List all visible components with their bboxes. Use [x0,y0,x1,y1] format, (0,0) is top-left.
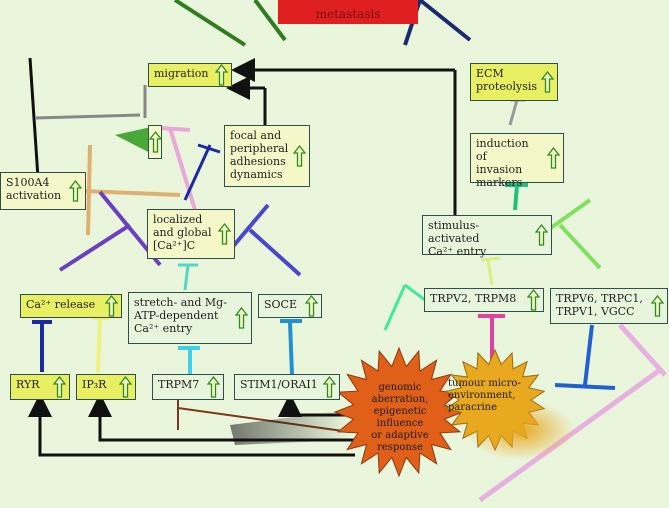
connector-line [554,383,616,390]
connector-line [288,321,294,376]
connector-line [418,0,472,42]
connector-line [404,283,426,302]
trpm7-node: TRPM7 [152,374,224,400]
migration-node: migration [148,63,232,87]
up-arrow-icon [323,376,336,398]
up-arrow-icon [527,289,540,311]
connector-line [159,126,191,132]
stimulus-entry-node: stimulus-activated Ca²⁺ entry [422,215,552,258]
focal-adhesions-node: focal and peripheral adhesions dynamics [224,125,310,187]
up-arrow-icon [53,376,66,398]
connector-line [248,228,302,277]
up-arrow-icon [69,180,82,202]
decor-blur [230,410,350,445]
ca-release-node: Ca²⁺ release [20,294,122,318]
up-arrow-icon [218,223,231,245]
connector-line [558,223,602,270]
up-arrow-icon [305,295,318,317]
connector-line [168,127,197,211]
up-arrow-icon [215,64,228,86]
connector-line [183,264,190,291]
connector-line [34,113,141,120]
calcium-c-node: localized and global [Ca²⁺]C [147,209,235,259]
up-arrow-icon [293,145,306,167]
connector-line [546,198,592,232]
small-arrow-node [148,125,162,159]
ryr-node: RYR [10,374,70,400]
soce-node: SOCE [258,294,322,318]
connector-line [253,0,287,42]
connector-line [383,284,407,331]
invasion-markers-node: induction of invasion markers [470,133,564,189]
trpv6-node: TRPV6, TRPC1, TRPV1, VGCC [550,288,668,324]
genomic-star-shape [333,346,465,478]
up-arrow-icon [547,147,560,169]
genomic-label: genomic aberration, epigenetic influence… [371,382,429,453]
connector-line [58,223,132,272]
up-arrow-icon [651,295,664,317]
up-arrow-icon [235,307,248,329]
connector-line [197,143,221,154]
connector-line [183,144,212,201]
stim1-orai1-node: STIM1/ORAI1 [234,374,340,400]
connector-line [96,317,102,373]
connector-line [481,256,501,262]
trpv2-trpm8-node: TRPV2, TRPM8 [424,288,544,312]
ip3r-node: IP₃R [76,374,136,400]
connector-line [28,393,355,457]
up-arrow-icon [105,295,118,317]
ecm-proteolysis-node: ECM proteolysis [470,63,558,101]
decor-blur [465,400,575,460]
connector-line [28,57,40,179]
up-arrow-icon [207,376,220,398]
tumour-label: tumour micro- environment, paracrine [448,378,521,413]
connector-line [618,323,667,377]
stretch-entry-node: stretch- and Mg- ATP-dependent Ca²⁺ entr… [128,292,252,344]
up-arrow-icon [119,376,132,398]
connector-line [583,324,594,386]
connector-line [513,184,519,211]
connector-line [508,99,519,126]
connector-line [228,203,270,252]
connector-line [486,259,494,286]
up-arrow-icon [149,131,162,153]
up-arrow-icon [535,224,548,246]
metastasis-node: metastasis [278,0,418,24]
up-arrow-icon [541,71,554,93]
s100a4-node: S100A4 activation [0,172,86,210]
connector-line [173,0,247,47]
